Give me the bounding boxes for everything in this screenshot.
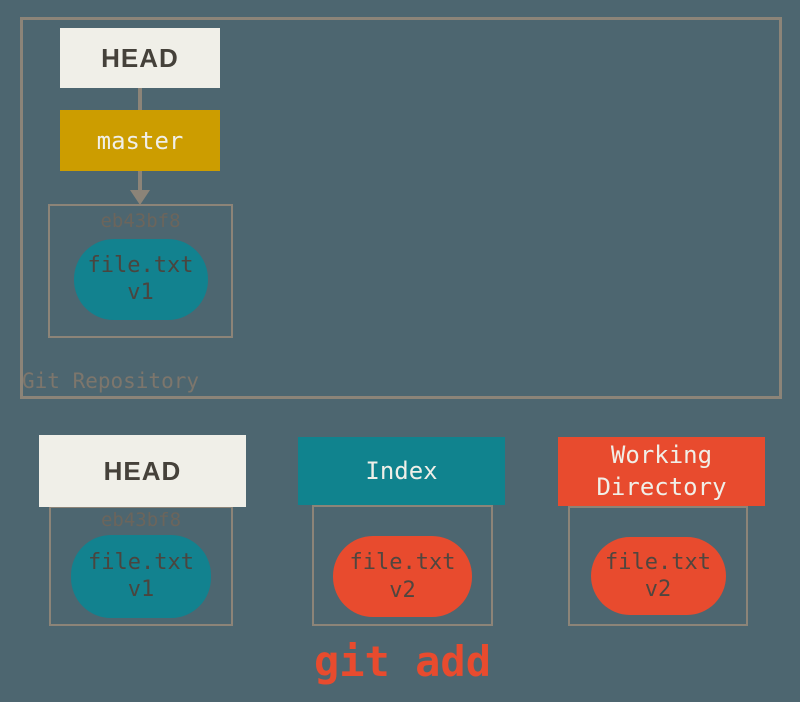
- file-blob-name: file.txt: [88, 549, 194, 575]
- head-column-header: HEAD: [39, 435, 246, 507]
- file-blob-version: v1: [127, 280, 154, 306]
- file-blob-name: file.txt: [349, 550, 456, 575]
- head-ref-label: HEAD: [101, 42, 179, 73]
- index-column-box: file.txt v2: [312, 505, 493, 626]
- git-repository-caption: Git Repository: [22, 369, 200, 393]
- file-blob-index: file.txt v2: [333, 536, 472, 617]
- file-blob-commit: file.txt v1: [73, 238, 208, 320]
- file-blob-version: v2: [644, 577, 672, 602]
- index-column-title: Index: [365, 457, 438, 485]
- head-ref-box: HEAD: [60, 28, 220, 88]
- head-column-title: HEAD: [103, 455, 182, 486]
- git-repository-boundary: [20, 17, 782, 399]
- master-branch-box: master: [60, 110, 220, 171]
- commit-id-label: eb43bf8: [100, 210, 181, 232]
- head-column-box: eb43bf8 file.txt v1: [49, 506, 233, 626]
- commit-box: eb43bf8 file.txt v1: [48, 204, 233, 338]
- git-add-command-label: git add: [313, 637, 491, 686]
- head-to-master-connector: [138, 88, 142, 110]
- index-column-header: Index: [298, 437, 505, 505]
- file-blob-head: file.txt v1: [71, 534, 211, 618]
- file-blob-version: v2: [389, 577, 416, 603]
- working-directory-column-title: Working Directory: [596, 441, 727, 501]
- file-blob-version: v1: [127, 577, 155, 603]
- file-blob-name: file.txt: [605, 549, 711, 575]
- working-directory-column-box: file.txt v2: [568, 506, 748, 626]
- arrow-down-icon: [130, 190, 150, 205]
- master-branch-label: master: [96, 126, 184, 155]
- file-blob-working-directory: file.txt v2: [590, 537, 726, 615]
- commit-id-label: eb43bf8: [100, 509, 182, 531]
- working-directory-column-header: Working Directory: [558, 437, 765, 506]
- master-to-commit-connector: [138, 171, 142, 192]
- file-blob-name: file.txt: [87, 252, 194, 278]
